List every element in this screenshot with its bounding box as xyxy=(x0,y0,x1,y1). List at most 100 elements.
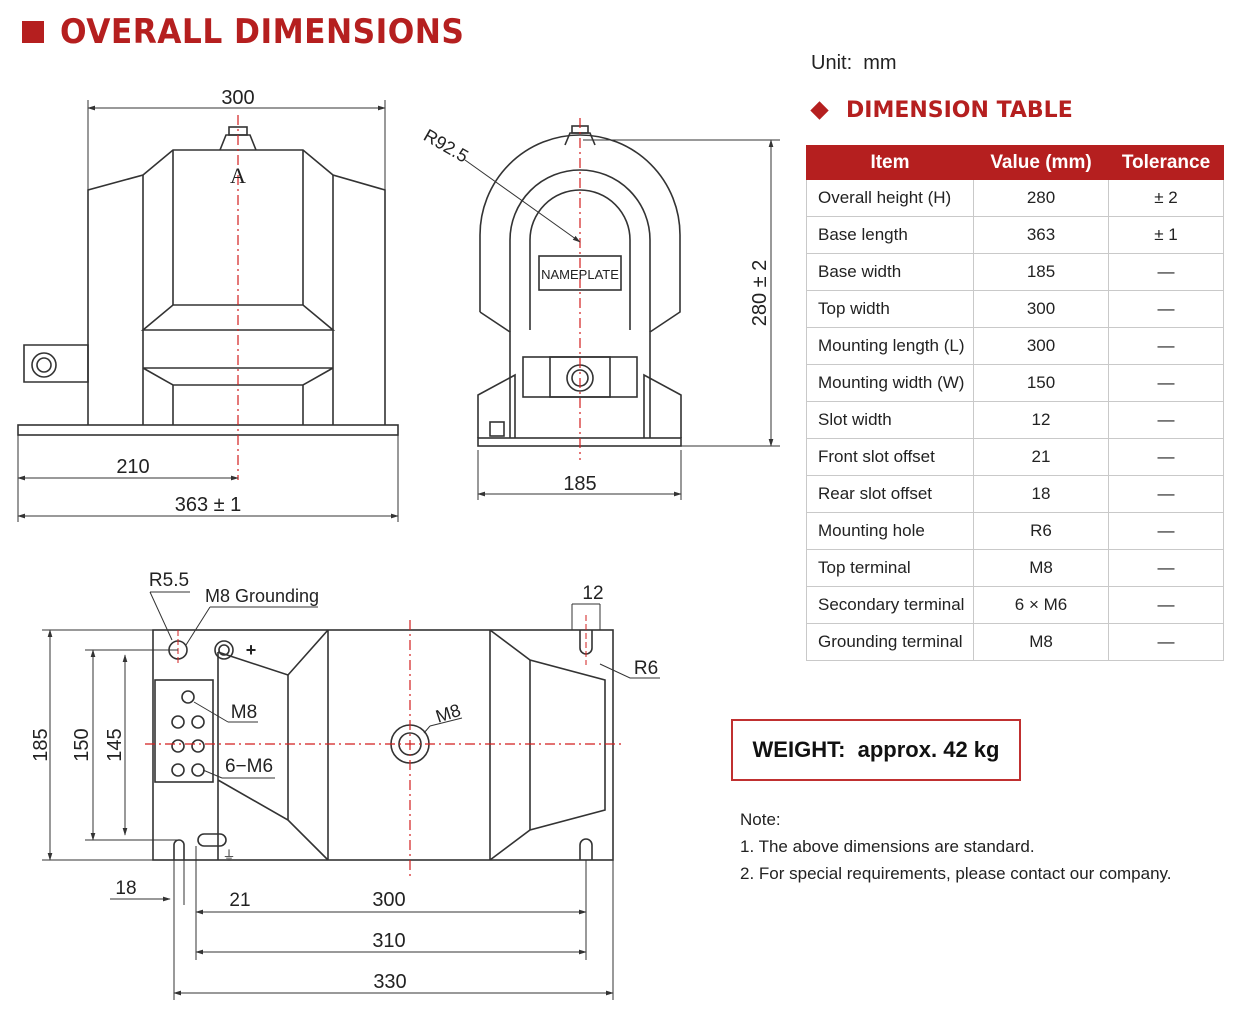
leader-radius xyxy=(464,159,581,243)
plan-view xyxy=(42,591,660,1000)
page-title: OVERALL DIMENSIONS xyxy=(22,10,500,54)
cell-item: Mounting width (W) xyxy=(806,364,974,402)
nameplate-label: NAMEPLATE xyxy=(541,267,619,282)
cell-value: 300 xyxy=(973,290,1109,328)
plan-right-taper xyxy=(489,629,606,861)
dim-145-plan: 145 xyxy=(104,728,126,761)
title-square-icon xyxy=(22,21,44,43)
cell-tolerance: — xyxy=(1108,253,1224,291)
dim-21: 21 xyxy=(229,890,250,911)
leader-m8-terminal xyxy=(193,701,258,723)
dim-base-length: 363 ± 1 xyxy=(175,494,242,516)
cell-tolerance: — xyxy=(1108,512,1224,550)
front-body-outline xyxy=(87,149,386,425)
cell-tolerance: ± 1 xyxy=(1108,216,1224,254)
dim-185-plan: 185 xyxy=(30,728,52,761)
page-title-text: OVERALL DIMENSIONS xyxy=(60,12,465,52)
label-plus: + xyxy=(246,640,257,660)
cell-tolerance: — xyxy=(1108,438,1224,476)
note-item: 2. For special requirements, please cont… xyxy=(740,864,1172,883)
column-header-value: Value (mm) xyxy=(973,145,1109,180)
cell-tolerance: — xyxy=(1108,475,1224,513)
weight-text: WEIGHT: approx. 42 kg xyxy=(752,737,1000,762)
dim-310: 310 xyxy=(372,930,405,952)
label-center-m8: M8 xyxy=(433,700,463,727)
side-ground-bolt xyxy=(489,421,505,437)
cell-value: 300 xyxy=(973,327,1109,365)
plan-ground-hole xyxy=(214,640,234,660)
cell-item: Secondary terminal xyxy=(806,586,974,624)
label-radius-top: R92.5 xyxy=(420,125,472,166)
cell-value: M8 xyxy=(973,623,1109,661)
cell-value: 18 xyxy=(973,475,1109,513)
cell-item: Top terminal xyxy=(806,549,974,587)
cell-item: Rear slot offset xyxy=(806,475,974,513)
side-outer-arch xyxy=(479,134,681,438)
cell-item: Top width xyxy=(806,290,974,328)
side-view xyxy=(464,118,780,500)
cell-value: R6 xyxy=(973,512,1109,550)
ground-symbol-icon: ⏚ xyxy=(222,848,235,863)
dim-300-plan: 300 xyxy=(372,889,405,911)
leader-center-m8 xyxy=(423,717,463,734)
dim-height: 280 ± 2 xyxy=(749,260,771,327)
table-header-row: Item Value (mm) Tolerance xyxy=(806,145,1224,180)
front-shoulder xyxy=(140,304,336,331)
cell-item: Grounding terminal xyxy=(806,623,974,661)
label-slot-12: 12 xyxy=(582,583,603,604)
cell-value: 363 xyxy=(973,216,1109,254)
cell-item: Front slot offset xyxy=(806,438,974,476)
cell-tolerance: — xyxy=(1108,623,1224,661)
leader-secondary xyxy=(202,769,275,779)
leader-grounding xyxy=(185,606,318,646)
cell-item: Mounting length (L) xyxy=(806,327,974,365)
cell-value: 6 × M6 xyxy=(973,586,1109,624)
front-lug-hole-inner xyxy=(36,357,52,373)
dim-offset: 210 xyxy=(116,456,149,478)
leader-r6 xyxy=(599,663,660,679)
label-grounding: M8 Grounding xyxy=(205,586,319,606)
table-heading-text: DIMENSION TABLE xyxy=(846,98,1073,123)
cell-item: Mounting hole xyxy=(806,512,974,550)
notes: Note: 1. The above dimensions are standa… xyxy=(740,806,1172,887)
note-item: 1. The above dimensions are standard. xyxy=(740,837,1035,856)
cell-tolerance: — xyxy=(1108,586,1224,624)
dim-150-plan: 150 xyxy=(71,728,93,761)
cell-tolerance: — xyxy=(1108,549,1224,587)
table-heading: DIMENSION TABLE xyxy=(808,98,1073,123)
cell-tolerance: — xyxy=(1108,401,1224,439)
front-view xyxy=(17,100,399,522)
dim-top-width: 300 xyxy=(221,87,254,109)
label-r6: R6 xyxy=(634,658,658,679)
notes-label: Note: xyxy=(740,810,781,829)
plan-base-outline xyxy=(152,629,614,861)
column-header-tolerance: Tolerance xyxy=(1108,145,1224,180)
dim-base-width: 185 xyxy=(563,473,596,495)
cell-value: 185 xyxy=(973,253,1109,291)
front-lug-hole xyxy=(31,352,57,378)
side-inner-arch xyxy=(509,169,651,332)
label-terminal-m8: M8 xyxy=(231,702,257,723)
weight-box: WEIGHT: approx. 42 kg xyxy=(731,719,1021,781)
cell-tolerance: — xyxy=(1108,290,1224,328)
dimension-table: Item Value (mm) Tolerance Overall height… xyxy=(806,145,1224,661)
unit-label: Unit: mm xyxy=(811,52,897,74)
table-row: Mounting length (L)300— xyxy=(806,327,1224,365)
cell-item: Slot width xyxy=(806,401,974,439)
dim-330: 330 xyxy=(373,971,406,993)
cell-tolerance: ± 2 xyxy=(1108,179,1224,217)
plan-terminal-board xyxy=(154,679,214,783)
side-arch-window xyxy=(529,189,631,330)
cell-tolerance: — xyxy=(1108,327,1224,365)
